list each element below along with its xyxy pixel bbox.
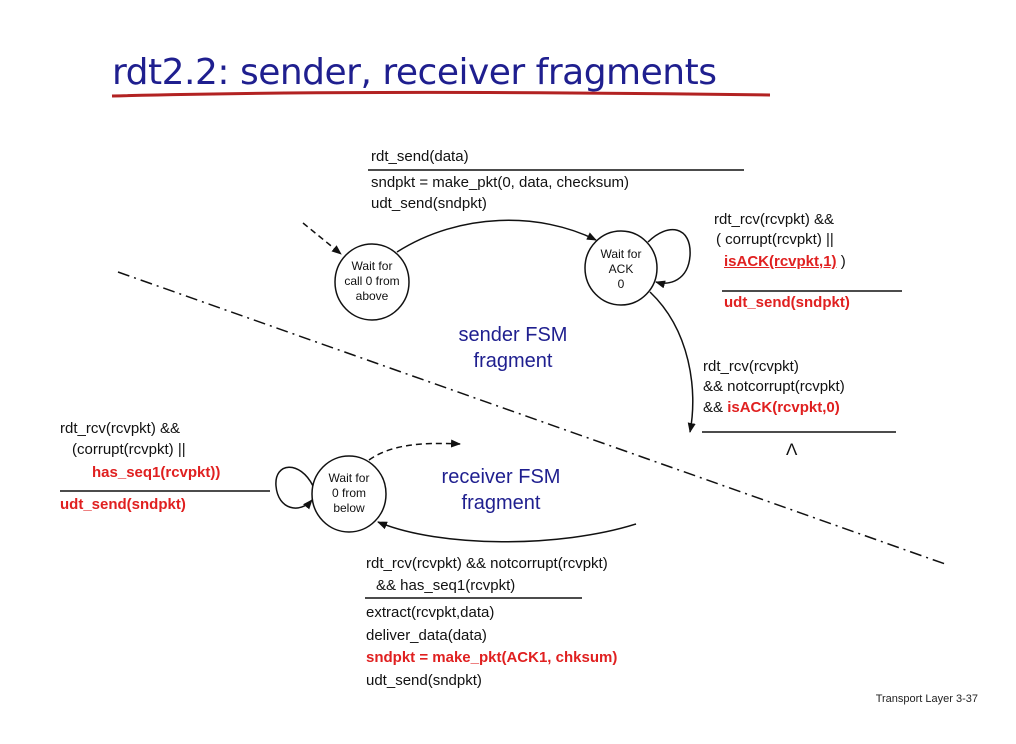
sender-t1-action-1: sndpkt = make_pkt(0, data, checksum) bbox=[371, 174, 630, 191]
state-wait-ack0: Wait for ACK 0 bbox=[585, 247, 657, 292]
state-wait0-below: Wait for 0 from below bbox=[313, 471, 385, 516]
state-wait-call0-line2: call 0 from bbox=[344, 274, 400, 288]
state-wait-ack0-line3: 0 bbox=[617, 277, 625, 291]
state-wait-call0: Wait for call 0 from above bbox=[336, 259, 408, 304]
state-wait-ack0-circle bbox=[584, 230, 658, 306]
sender-t2-event-3: isACK(rcvpkt,1) ) bbox=[724, 252, 846, 271]
receiver-t1-event-2: (corrupt(rcvpkt) || bbox=[72, 441, 186, 458]
receiver-t1-event-red: has_seq1(rcvpkt)) bbox=[92, 464, 221, 481]
sender-t2-event-red: isACK(rcvpkt,1) bbox=[724, 253, 837, 270]
receiver-t2-event-1: rdt_rcv(rcvpkt) && notcorrupt(rcvpkt) bbox=[366, 555, 608, 572]
state-wait0-below-line2: 0 from bbox=[331, 486, 366, 500]
sender-fsm-label-line2: fragment bbox=[473, 350, 553, 372]
ack0-self-loop bbox=[647, 228, 691, 289]
sender-fsm-label-line1: sender FSM bbox=[458, 324, 568, 346]
sender-t2-action: udt_send(sndpkt) bbox=[724, 294, 850, 311]
sender-t2-event-close: ) bbox=[836, 253, 846, 270]
receiver-return-arrow bbox=[377, 521, 637, 543]
sender-receiver-divider bbox=[117, 271, 949, 566]
state-wait-ack0-line2: ACK bbox=[608, 262, 634, 276]
state-wait-call0-line1: Wait for bbox=[351, 259, 393, 273]
receiver-fsm-label: receiver FSM fragment bbox=[416, 464, 586, 516]
sender-t3-event-3: && isACK(rcvpkt,0) bbox=[703, 398, 840, 417]
initial-state-arrow bbox=[302, 222, 342, 255]
slide-title: rdt2.2: sender, receiver fragments bbox=[112, 52, 717, 93]
receiver-t2-event-2: && has_seq1(rcvpkt) bbox=[376, 577, 516, 594]
receiver-t2-action-2: deliver_data(data) bbox=[366, 627, 487, 644]
state-wait-call0-line3: above bbox=[355, 289, 389, 303]
sender-t1-event: rdt_send(data) bbox=[371, 148, 469, 165]
state-wait0-below-line1: Wait for bbox=[328, 471, 370, 485]
sender-t3-event-2: && notcorrupt(rcvpkt) bbox=[703, 378, 845, 395]
receiver-fsm-label-line1: receiver FSM bbox=[441, 466, 561, 488]
sender-t3-action-lambda: Λ bbox=[786, 440, 798, 459]
receiver-t2-action-red: sndpkt = make_pkt(ACK1, chksum) bbox=[366, 649, 618, 666]
arrow-call0-to-ack0 bbox=[396, 219, 597, 253]
arrow-ack0-to-next bbox=[649, 291, 696, 433]
sender-fsm-label: sender FSM fragment bbox=[446, 322, 580, 374]
receiver-incoming-arrow bbox=[368, 439, 461, 461]
sender-t3-event-prefix: && bbox=[703, 399, 728, 416]
sender-t2-event-2: ( corrupt(rcvpkt) || bbox=[716, 231, 834, 248]
receiver-t2-action-1: extract(rcvpkt,data) bbox=[366, 604, 495, 621]
sender-t3-event-1: rdt_rcv(rcvpkt) bbox=[703, 358, 799, 375]
receiver-fsm-label-line2: fragment bbox=[461, 492, 541, 514]
state-wait-ack0-line1: Wait for bbox=[600, 247, 642, 261]
receiver-self-loop bbox=[275, 466, 314, 510]
state-wait-call0-circle bbox=[334, 243, 410, 321]
receiver-t1-event-1: rdt_rcv(rcvpkt) && bbox=[60, 420, 181, 437]
sender-t2-event-1: rdt_rcv(rcvpkt) && bbox=[714, 211, 835, 228]
title-underline bbox=[111, 91, 771, 98]
sender-t1-action-2: udt_send(sndpkt) bbox=[371, 195, 487, 212]
receiver-t2-action-last: udt_send(sndpkt) bbox=[366, 672, 482, 689]
receiver-t1-action: udt_send(sndpkt) bbox=[60, 496, 186, 513]
sender-t3-event-red: isACK(rcvpkt,0) bbox=[727, 399, 840, 416]
slide-footer: Transport Layer 3-37 bbox=[875, 693, 978, 705]
state-wait0-below-circle bbox=[311, 455, 387, 533]
state-wait0-below-line3: below bbox=[333, 501, 365, 515]
